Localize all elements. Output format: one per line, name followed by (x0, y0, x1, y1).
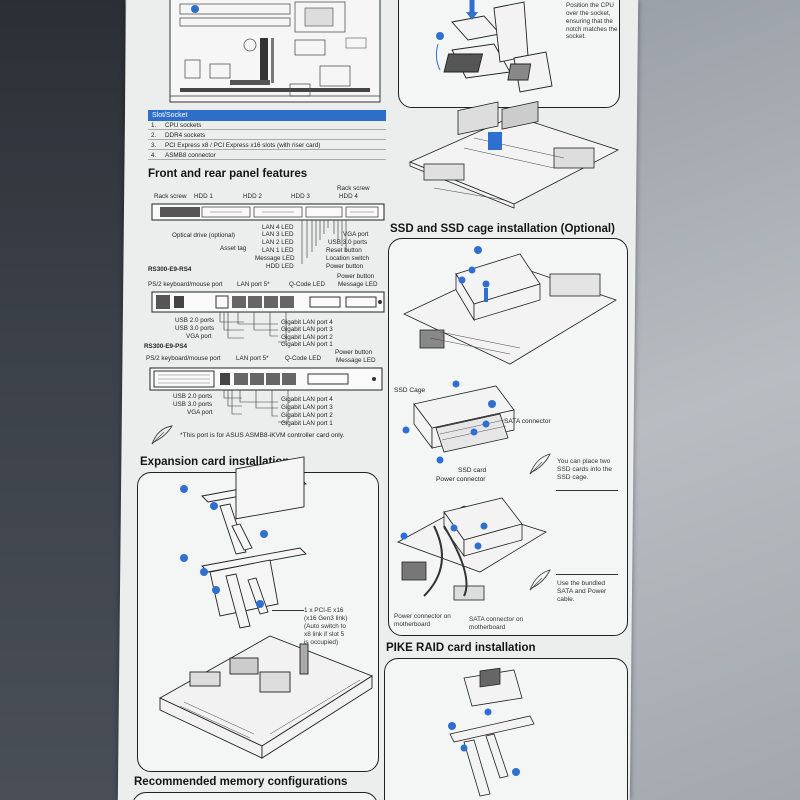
label-asset-tag: Asset tag (220, 245, 247, 252)
label-lan3-ps4: Gigabit LAN port 3 (281, 404, 333, 411)
label-usb30-ports: USB 3.0 ports (328, 239, 368, 246)
label-lan1-rs4: Gigabit LAN port 1 (281, 341, 333, 348)
label-ssd-cage: SSD Cage (394, 387, 426, 394)
label-usb30-rs4: USB 3.0 ports (175, 325, 215, 332)
label-lan3-led: LAN 3 LED (262, 231, 294, 238)
ssd-cage-illustration-top (403, 246, 617, 365)
section-title-expansion: Expansion card installation (140, 456, 290, 468)
motherboard-diagram (169, 0, 381, 103)
slot-row: 2.DDR4 sockets (148, 131, 386, 140)
feather-note-icon (529, 569, 551, 591)
pcie-callout-line (272, 610, 304, 611)
note-divider (556, 490, 618, 491)
label-power-connector: Power connector (436, 476, 486, 483)
feather-note-icon (529, 453, 551, 475)
label-usb20-ps4: USB 2.0 ports (173, 393, 213, 400)
rear-panel-ps4-drawing (149, 367, 383, 391)
section-title-pike-raid: PIKE RAID card installation (386, 642, 536, 654)
cpu-position-note: Position the CPU over the socket, ensuri… (566, 2, 618, 41)
label-lan2-rs4: Gigabit LAN port 2 (281, 334, 333, 341)
label-message-led: Message LED (255, 255, 295, 262)
label-optical-drive: Optical drive (optional) (172, 232, 235, 239)
label-hdd-led: HDD LED (266, 263, 294, 270)
footnote-asmb8: *This port is for ASUS ASMB8-iKVM contro… (180, 432, 345, 439)
rear-panel-rs4-drawing (151, 291, 385, 313)
section-title-front-rear: Front and rear panel features (148, 168, 308, 180)
label-hdd3: HDD 3 (291, 193, 310, 200)
label-lan4-rs4: Gigabit LAN port 4 (281, 319, 333, 326)
label-vga-rs4: VGA port (186, 333, 212, 340)
pcie-note: 1 x PCI-E x16 (x16 Gen3 link) (Auto swit… (304, 607, 348, 646)
front-panel-drawing (151, 203, 385, 221)
label-location-switch: Location switch (326, 255, 370, 262)
front-panel-callouts (301, 220, 347, 264)
label-usb20-rs4: USB 2.0 ports (175, 317, 215, 324)
label-lan1-ps4: Gigabit LAN port 1 (281, 420, 333, 427)
label-hdd1: HDD 1 (194, 193, 213, 200)
label-rack-screw-left: Rack screw (154, 193, 187, 200)
label-sata-connector-mb: SATA connector on motherboard (469, 616, 524, 631)
label-lan5-ps4: LAN port 5* (236, 355, 269, 362)
label-power-button: Power button (326, 263, 364, 270)
label-ps2-rs4: PS/2 keyboard/mouse port (148, 281, 223, 288)
server-interior-illustration (408, 101, 620, 209)
feather-note-icon (151, 425, 173, 445)
label-msg-led-rs4: Message LED (338, 281, 378, 288)
label-qcode-rs4: Q-Code LED (289, 281, 326, 288)
label-qcode-ps4: Q-Code LED (285, 355, 322, 362)
background-left (0, 0, 125, 800)
rear-panel-rs4-callouts (219, 312, 287, 343)
label-lan5-rs4: LAN port 5* (237, 281, 270, 288)
label-power-connector-mb: Power connector on motherboard (394, 613, 451, 628)
pike-raid-illustration (448, 667, 535, 797)
label-lan2-ps4: Gigabit LAN port 2 (281, 412, 333, 419)
model-ps4: RS300-E9-PS4 (144, 343, 188, 350)
label-vga-ps4: VGA port (187, 409, 213, 416)
slot-row: 4.ASMB8 connector (148, 151, 386, 160)
ssd-cage-illustration-mid (402, 380, 515, 464)
label-lan4-led: LAN 4 LED (262, 224, 294, 231)
label-msg-led-ps4: Message LED (336, 357, 376, 364)
label-lan2-led: LAN 2 LED (262, 239, 294, 246)
label-usb30-ps4: USB 3.0 ports (173, 401, 213, 408)
slot-row: 1.CPU sockets (148, 121, 386, 130)
section-title-ssd: SSD and SSD cage installation (Optional) (390, 223, 615, 235)
cpu-install-illustration (435, 0, 553, 93)
memory-panel (132, 792, 378, 800)
ssd-note-bundled-cable: Use the bundled SATA and Power cable. (557, 580, 607, 604)
rear-panel-ps4-callouts (223, 390, 289, 423)
label-reset-button: Reset button (326, 247, 362, 254)
ssd-cable-illustration (397, 497, 547, 601)
slot-table-header: Slot/Socket (148, 110, 386, 121)
ssd-note-two-cards: You can place two SSD cards into the SSD… (557, 458, 612, 482)
label-rack-screw-right: Rack screw (337, 185, 370, 192)
label-hdd2: HDD 2 (243, 193, 262, 200)
label-ssd-card: SSD card (458, 467, 487, 474)
label-lan3-rs4: Gigabit LAN port 3 (281, 326, 333, 333)
label-lan1-led: LAN 1 LED (262, 247, 294, 254)
label-hdd4: HDD 4 (339, 193, 358, 200)
label-power-button-rs4: Power button (337, 273, 375, 280)
label-power-button-ps4: Power button (335, 349, 373, 356)
slot-row: 3.PCI Express x8 / PCI Express x16 slots… (148, 141, 386, 150)
background-right (630, 0, 800, 800)
label-vga-port: VGA port (343, 231, 369, 238)
expansion-illustration (159, 456, 373, 759)
section-title-memory: Recommended memory configurations (134, 776, 348, 788)
note-divider (556, 574, 618, 575)
label-ps2-ps4: PS/2 keyboard/mouse port (146, 355, 221, 362)
label-lan4-ps4: Gigabit LAN port 4 (281, 396, 333, 403)
model-rs4: RS300-E9-RS4 (148, 266, 192, 273)
label-sata-connector: SATA connector (504, 418, 551, 425)
